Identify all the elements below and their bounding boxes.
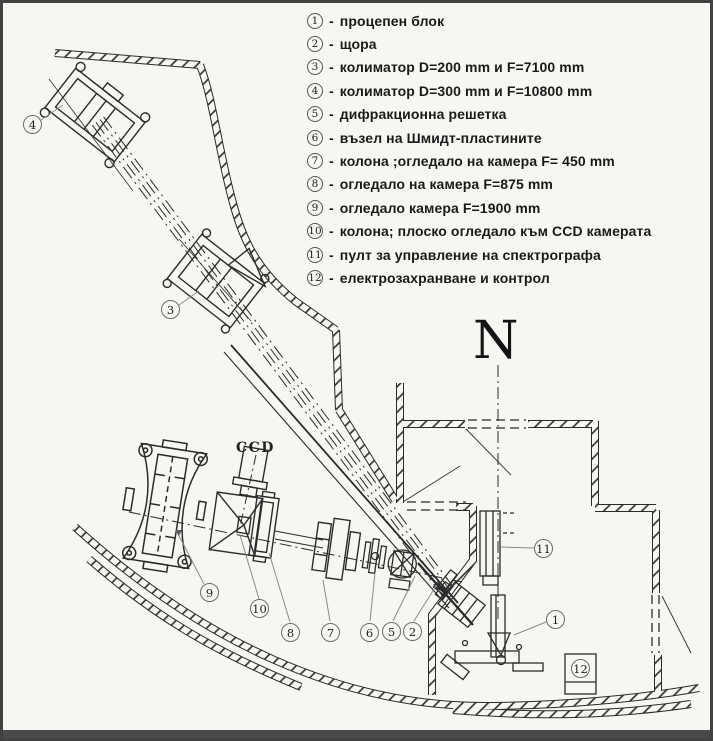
callout-9: 9	[200, 583, 219, 602]
legend-num-1: 1	[307, 12, 323, 29]
north-arrow-label: N	[473, 311, 519, 371]
callout-2: 2	[403, 622, 422, 641]
legend-item-9: 9 - огледало камера F=1900 mm	[307, 196, 710, 219]
legend-item-11: 11 - пулт за управление на спектрографа	[307, 243, 710, 266]
camera-mirror-9	[121, 439, 209, 573]
slit-block-1	[434, 580, 544, 681]
collimator-4	[39, 61, 151, 169]
legend-item-7: 7 - колона ;огледало на камера F= 450 mm	[307, 149, 710, 172]
legend-separator: -	[329, 176, 334, 193]
callout-7: 7	[321, 623, 340, 642]
legend-num-7: 7	[307, 153, 323, 170]
legend-separator: -	[329, 153, 334, 170]
legend-text-4: колиматор D=300 mm и F=10800 mm	[339, 82, 593, 99]
power-box-12	[564, 653, 597, 695]
legend-text-3: колиматор D=200 mm и F=7100 mm	[339, 59, 585, 76]
legend-separator: -	[329, 106, 334, 123]
diffraction-grating-5	[387, 549, 417, 591]
legend-text-2: щора	[339, 36, 377, 53]
door-swing-lines	[402, 428, 692, 654]
callout-6: 6	[360, 623, 379, 642]
legend-num-8: 8	[307, 176, 323, 193]
legend-text-9: огледало камера F=1900 mm	[339, 199, 541, 216]
legend-text-6: възел на Шмидт-пластините	[339, 129, 542, 146]
legend-separator: -	[329, 82, 334, 99]
wall-openings	[407, 419, 660, 653]
callout-12: 12	[571, 659, 590, 678]
control-desk-11	[479, 510, 515, 586]
legend-separator: -	[329, 59, 334, 76]
legend-num-2: 2	[307, 36, 323, 53]
legend-item-2: 2 - щора	[307, 32, 710, 55]
legend-num-4: 4	[307, 82, 323, 99]
legend-item-10: 10 - колона; плоско огледало към CCD кам…	[307, 220, 710, 243]
ccd-camera-label: CCD	[236, 440, 275, 456]
legend-num-3: 3	[307, 59, 323, 76]
legend: 1 - процепен блок 2 - щора 3 - колиматор…	[307, 9, 710, 290]
legend-item-4: 4 - колиматор D=300 mm и F=10800 mm	[307, 79, 710, 102]
callout-1: 1	[546, 610, 565, 629]
legend-item-5: 5 - дифракционна решетка	[307, 103, 710, 126]
callout-5: 5	[382, 622, 401, 641]
camera-mirror-7	[311, 517, 362, 581]
callout-8: 8	[281, 623, 300, 642]
legend-num-6: 6	[307, 129, 323, 146]
legend-separator: -	[329, 269, 334, 286]
schmidt-plates-6	[361, 538, 388, 574]
flat-mirror-10	[208, 491, 264, 557]
ccd-camera	[231, 445, 269, 498]
legend-separator: -	[329, 199, 334, 216]
legend-item-12: 12 - електрозахранване и контрол	[307, 266, 710, 289]
legend-text-8: огледало на камера F=875 mm	[339, 176, 553, 193]
legend-text-1: процепен блок	[339, 12, 445, 29]
legend-separator: -	[329, 36, 334, 53]
spectrograph-plan-drawing	[39, 49, 700, 719]
legend-num-12: 12	[307, 269, 323, 286]
legend-num-9: 9	[307, 199, 323, 216]
callout-4: 4	[23, 115, 42, 134]
legend-num-11: 11	[307, 246, 323, 263]
legend-separator: -	[329, 12, 334, 29]
camera-mirror-8	[248, 490, 280, 564]
legend-num-5: 5	[307, 106, 323, 123]
legend-item-1: 1 - процепен блок	[307, 9, 710, 32]
legend-item-3: 3 - колиматор D=200 mm и F=7100 mm	[307, 56, 710, 79]
legend-text-5: дифракционна решетка	[339, 106, 507, 123]
legend-separator: -	[329, 223, 334, 240]
callout-3: 3	[161, 300, 180, 319]
legend-text-7: колона ;огледало на камера F= 450 mm	[339, 153, 615, 170]
scan-bottom-border	[3, 730, 710, 738]
legend-item-8: 8 - огледало на камера F=875 mm	[307, 173, 710, 196]
collimator-3	[162, 228, 270, 334]
legend-item-6: 6 - възел на Шмидт-пластините	[307, 126, 710, 149]
legend-text-12: електрозахранване и контрол	[339, 269, 550, 286]
callout-11: 11	[534, 539, 553, 558]
callout-leaders	[40, 104, 547, 636]
legend-separator: -	[329, 246, 334, 263]
callout-10: 10	[250, 599, 269, 618]
legend-num-10: 10	[307, 223, 323, 240]
legend-text-10: колона; плоско огледало към CCD камерата	[339, 223, 652, 240]
legend-text-11: пулт за управление на спектрографа	[339, 246, 601, 263]
legend-separator: -	[329, 129, 334, 146]
